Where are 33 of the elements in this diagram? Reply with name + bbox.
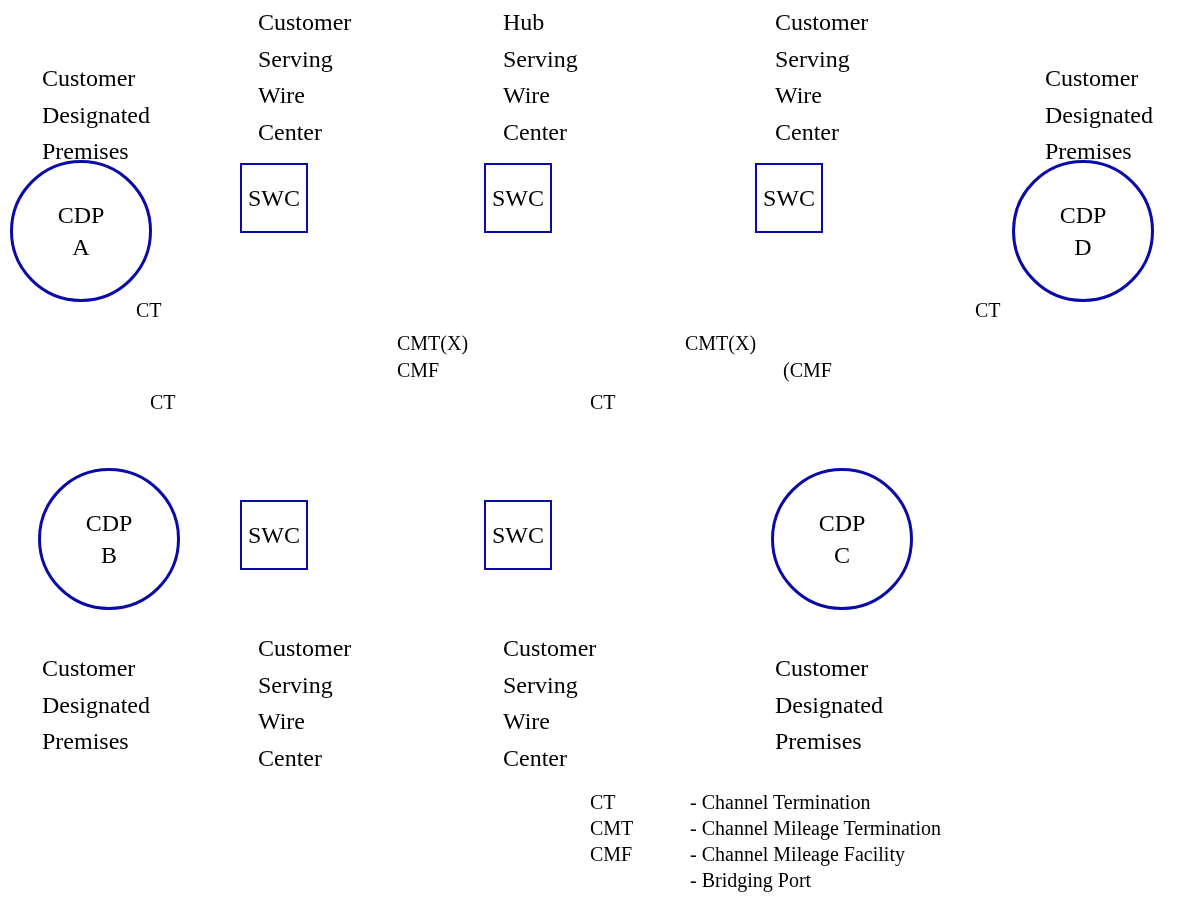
node-heading: Customer Serving Wire Center [503, 634, 597, 773]
terminal-label: CT [975, 298, 1001, 322]
key-description: - Channel Mileage Facility [690, 842, 905, 866]
terminal-label: CT [136, 298, 162, 322]
terminal-label: CT [150, 390, 176, 414]
key-description: - Channel Termination [690, 790, 871, 814]
node-label: CDP D [1058, 201, 1108, 262]
key-description: - Channel Mileage Termination [690, 816, 941, 840]
node-heading: Hub Serving Wire Center [503, 8, 578, 147]
node-heading: Customer Serving Wire Center [258, 8, 352, 147]
node-label: CDP B [84, 509, 134, 570]
node-label: SWC [247, 521, 301, 550]
mileage-label: (CMF [783, 358, 832, 382]
node-label: SWC [491, 184, 545, 213]
mileage-label: CMT(X) [685, 331, 757, 355]
node-heading: Customer Designated Premises [42, 64, 150, 166]
key-term: CT [590, 790, 616, 814]
node-label: SWC [491, 521, 545, 550]
node-label: SWC [247, 184, 301, 213]
terminal-label: CT [590, 390, 616, 414]
node-label: CDP C [817, 509, 867, 570]
node-heading: Customer Designated Premises [42, 654, 150, 756]
node-heading: Customer Designated Premises [775, 654, 883, 756]
mileage-label: CMF [397, 358, 440, 382]
key-description: - Bridging Port [690, 868, 812, 892]
node-label: SWC [762, 184, 816, 213]
node-heading: Customer Serving Wire Center [775, 8, 869, 147]
key-term: CMF [590, 842, 633, 866]
mileage-label: CMT(X) [397, 331, 469, 355]
node-label: CDP A [56, 201, 106, 262]
node-heading: Customer Serving Wire Center [258, 634, 352, 773]
key-term: CMT [590, 816, 634, 840]
node-heading: Customer Designated Premises [1045, 64, 1153, 166]
